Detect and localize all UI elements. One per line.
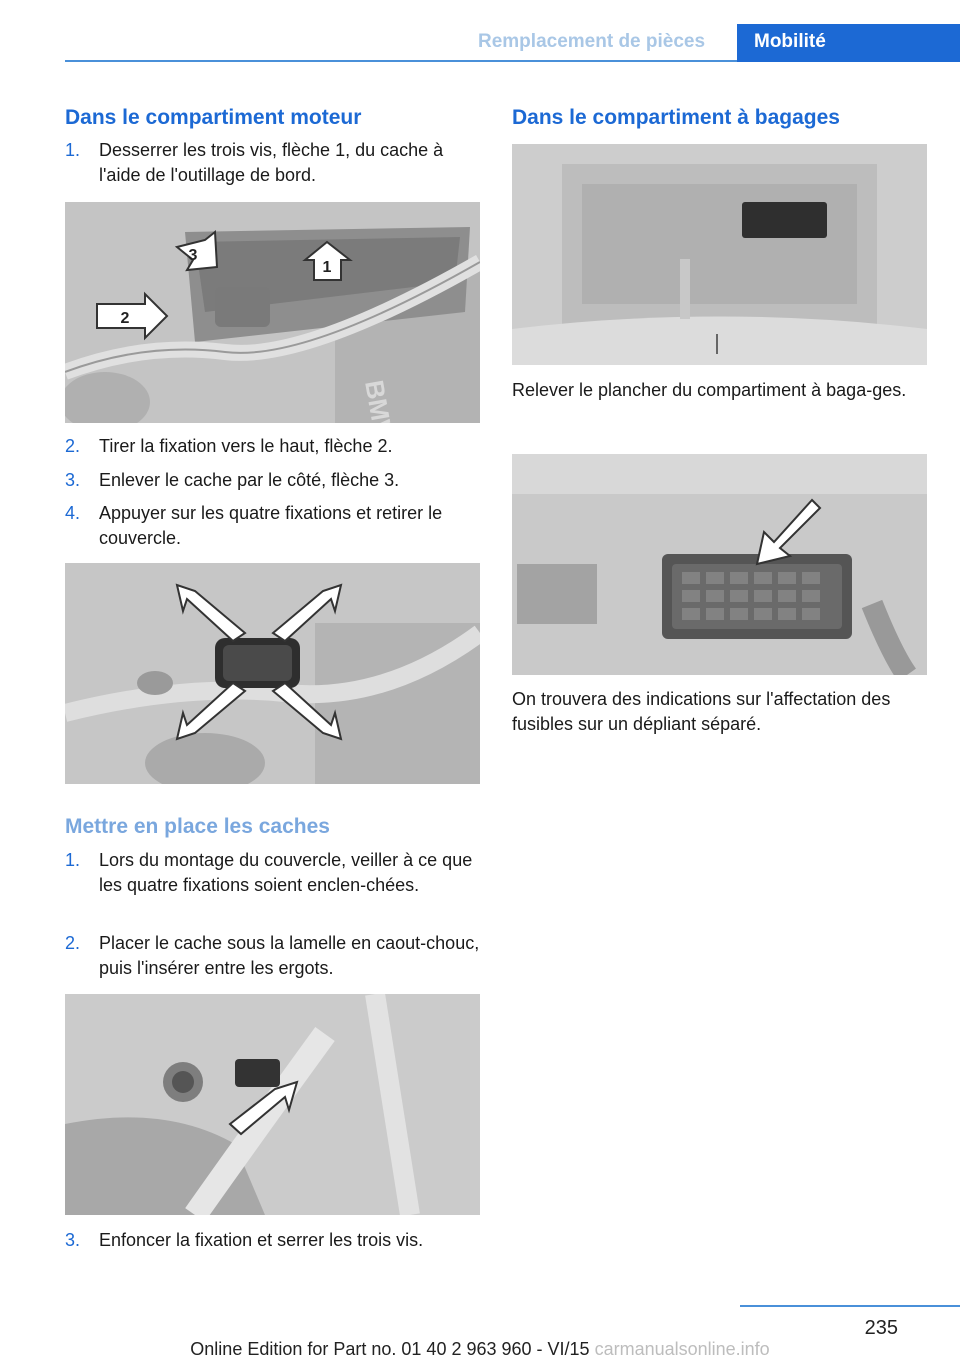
chapter-tab: Mobilité [737, 24, 960, 62]
heading-engine-compartment: Dans le compartiment moteur [65, 106, 362, 129]
figure-cover-under-lamella [65, 994, 480, 1215]
page-number: 235 [864, 1317, 898, 1339]
step-number: 3. [65, 1230, 81, 1250]
running-header-section: Remplacement de pièces [478, 31, 706, 52]
footer-edition: Online Edition for Part no. 01 40 2 963 … [0, 1339, 960, 1360]
step-text: Enlever le cache par le côté, flèche 3. [99, 470, 400, 490]
step-number: 1. [65, 850, 81, 870]
figure-luggage-floor [512, 144, 927, 365]
arrow-label-3: 3 [189, 247, 198, 264]
figure-engine-cover-arrows: BMW 1 2 3 [65, 202, 480, 423]
figure-lid-four-fixings [65, 563, 480, 784]
step-text: Lors du montage du couvercle, veiller à … [99, 850, 473, 895]
watermark-text: carmanualsonline.info [594, 1339, 770, 1359]
paragraph-raise-floor: Relever le plancher du compartiment à ba… [512, 380, 907, 400]
step-text: Appuyer sur les quatre fixations et reti… [99, 503, 443, 548]
step-text: Tirer la fixation vers le haut, flèche 2… [99, 436, 393, 456]
step-number: 1. [65, 140, 81, 160]
arrow-label-2: 2 [121, 310, 130, 327]
step-text: Placer le cache sous la lamelle en caout… [99, 933, 480, 978]
heading-fit-covers: Mettre en place les caches [65, 815, 330, 838]
step-number: 2. [65, 436, 81, 456]
step-text: Desserrer les trois vis, flèche 1, du ca… [99, 140, 444, 185]
header-rule [65, 60, 737, 62]
step-number: 4. [65, 503, 81, 523]
arrow-label-1: 1 [323, 259, 332, 276]
step-number: 3. [65, 470, 81, 490]
edition-text: Online Edition for Part no. 01 40 2 963 … [190, 1339, 590, 1359]
heading-luggage-compartment: Dans le compartiment à bagages [512, 106, 840, 129]
figure-fuse-box [512, 454, 927, 675]
step-text: Enfoncer la fixation et serrer les trois… [99, 1230, 424, 1250]
step-number: 2. [65, 933, 81, 953]
paragraph-fuse-assignment: On trouvera des indications sur l'affect… [512, 689, 891, 734]
chapter-tab-label: Mobilité [754, 31, 826, 52]
footer-rule [740, 1305, 960, 1307]
